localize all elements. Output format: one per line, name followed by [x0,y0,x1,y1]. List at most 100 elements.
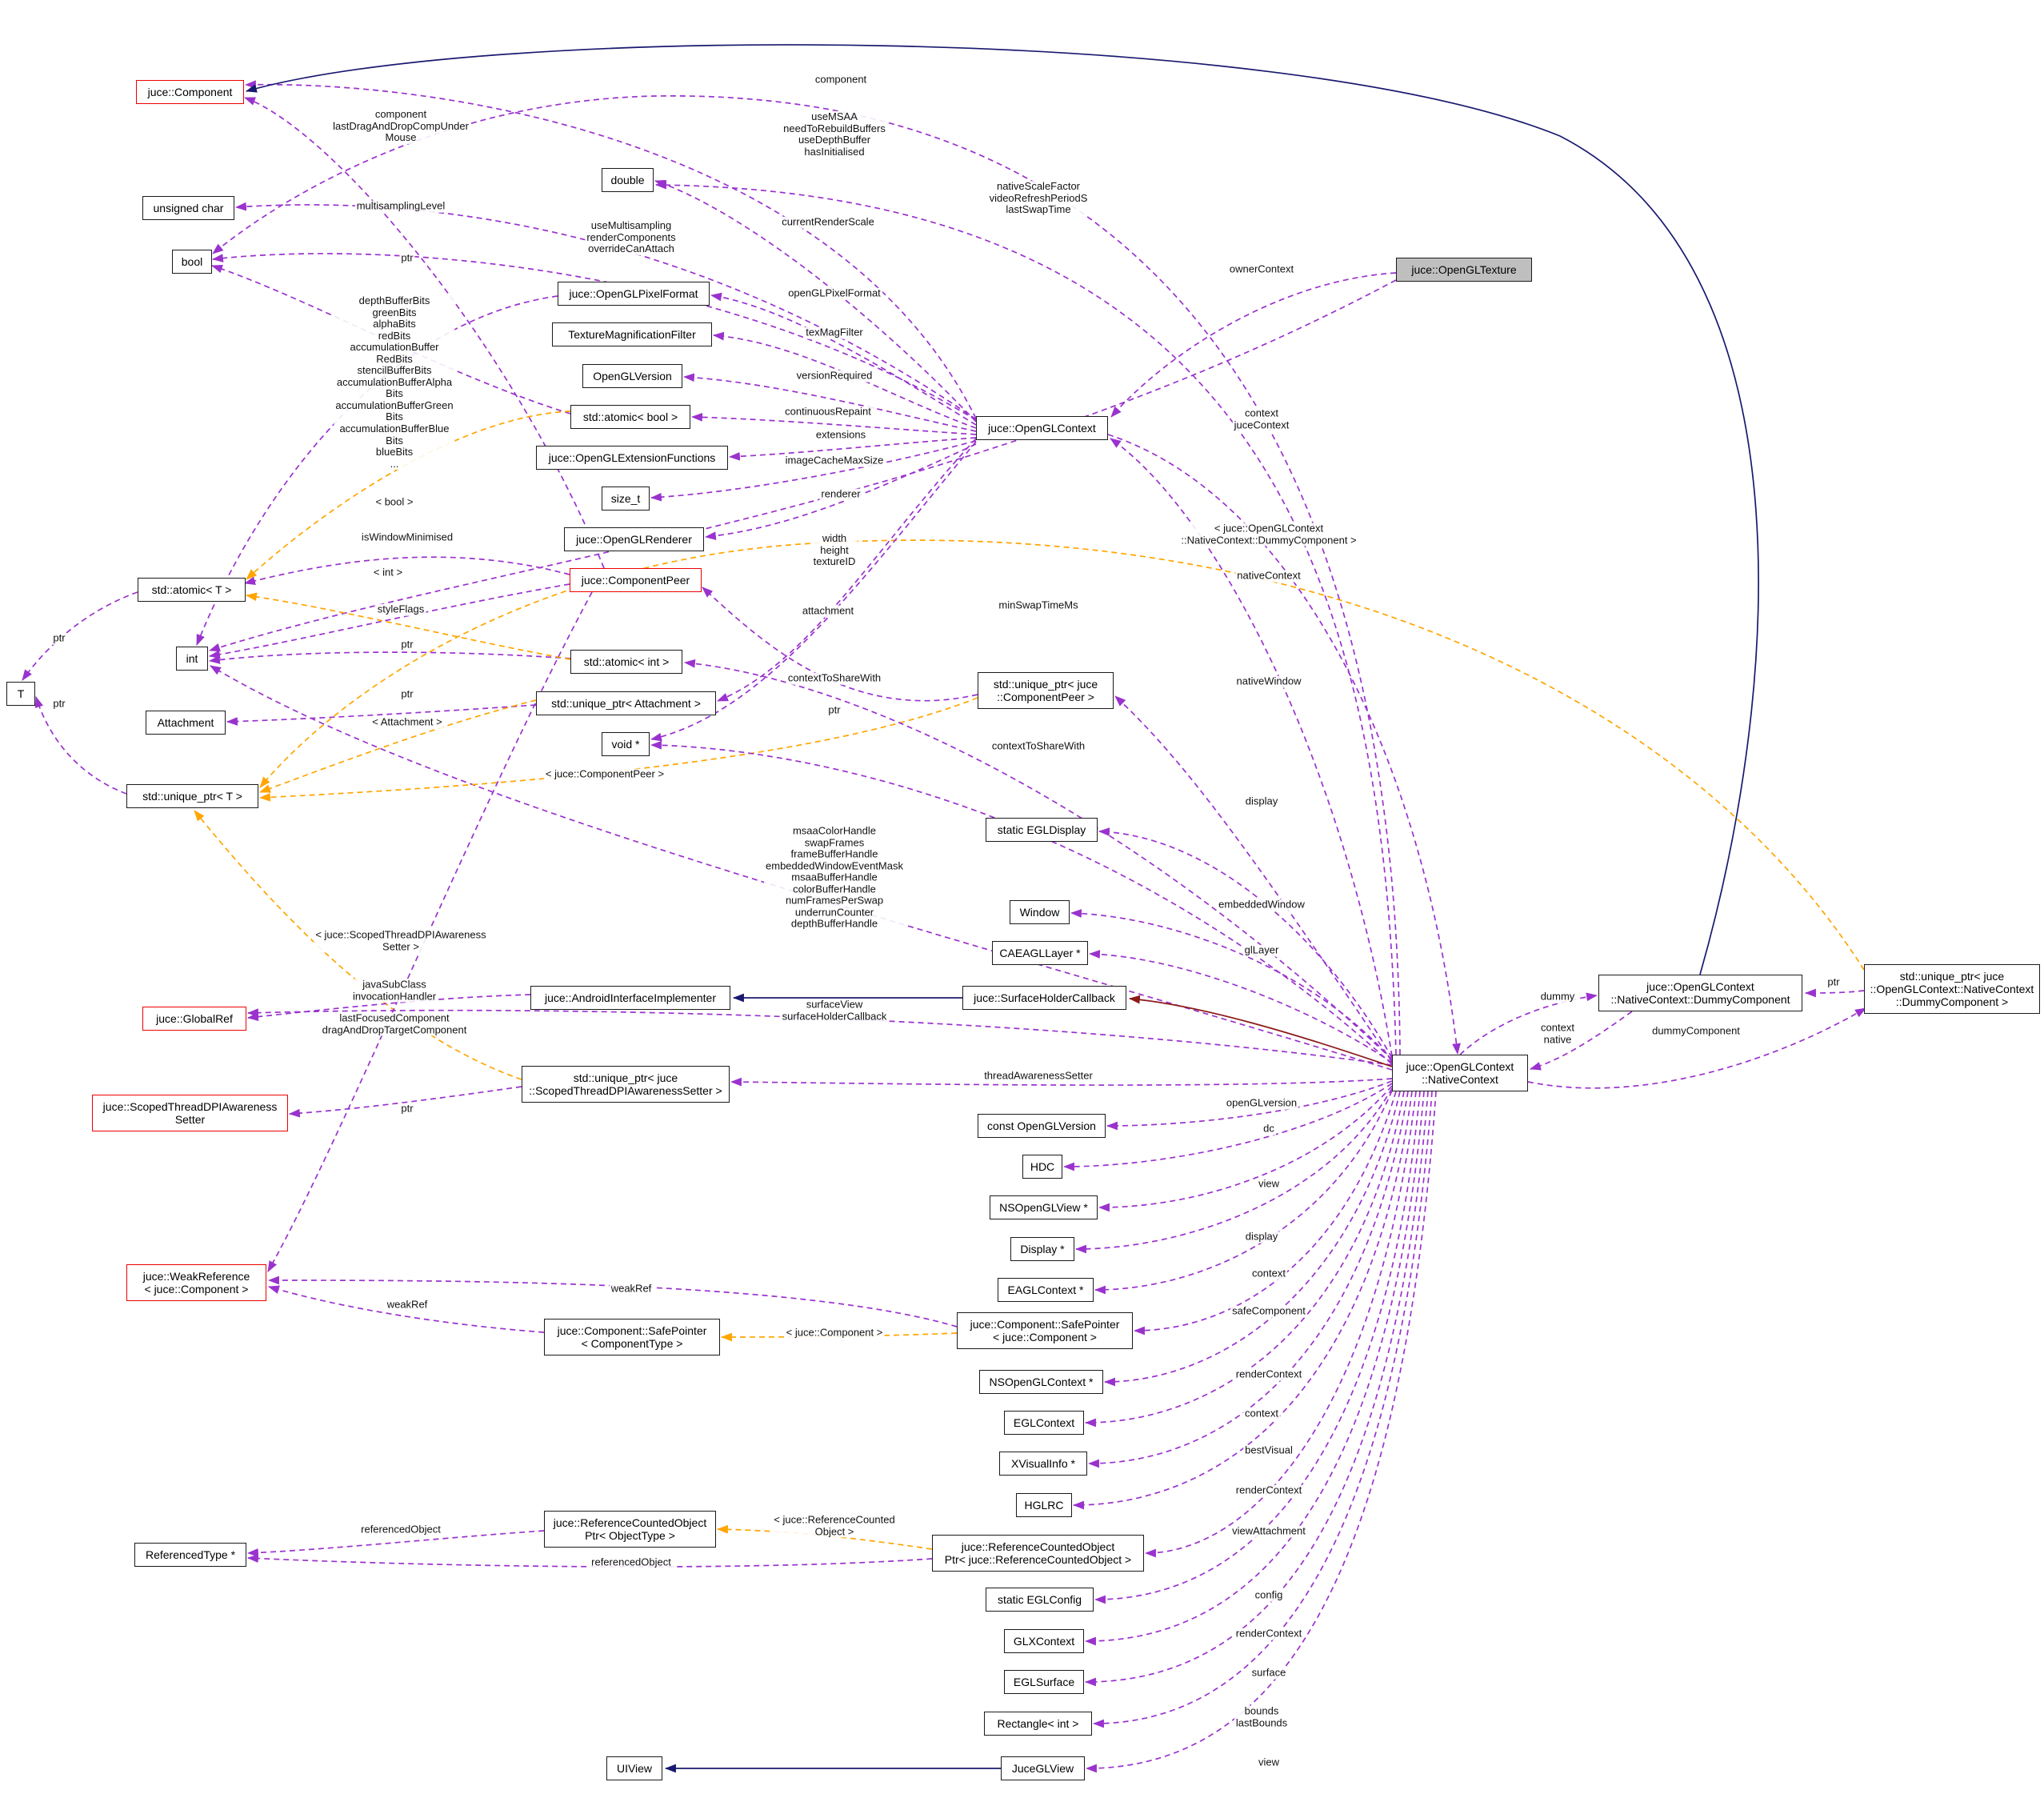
node-void-ptr[interactable]: void * [602,732,650,756]
node-unique-ptr-t[interactable]: std::unique_ptr< T > [126,784,258,808]
node-androidimpl[interactable]: juce::AndroidInterfaceImplementer [530,986,730,1010]
edge-native-glxctx [1084,1091,1425,1646]
node-caeagllayer[interactable]: CAEAGLLayer * [992,941,1088,965]
node-const-openglversion[interactable]: const OpenGLVersion [978,1114,1106,1138]
node-unique-ptr-dummy[interactable]: std::unique_ptr< juce ::OpenGLContext::N… [1864,964,2040,1014]
edge-native-egldisplay [1098,827,1393,1059]
edge-ctx-component [244,80,977,419]
edge-udpi-dpi-ptr [288,1086,522,1118]
edge-refcountt-reftype [246,1530,545,1557]
node-atomic-t[interactable]: std::atomic< T > [138,578,246,602]
edge-ctx-voidptr [650,441,977,742]
edge-abool-bool-ptr [210,264,571,414]
node-globalref[interactable]: juce::GlobalRef [142,1007,246,1031]
node-eglsurface[interactable]: EGLSurface [1004,1670,1084,1694]
node-size-t[interactable]: size_t [602,487,650,511]
edge-aint-atomict [245,592,571,660]
node-uiview[interactable]: UIView [606,1756,662,1780]
edge-native-dummy [1459,992,1598,1055]
edge-native-upeer [1114,695,1393,1063]
node-window[interactable]: Window [1010,900,1070,924]
node-texmag[interactable]: TextureMagnificationFilter [552,322,712,346]
node-juceglview[interactable]: JuceGLView [1001,1756,1085,1780]
node-atomic-int[interactable]: std::atomic< int > [570,650,682,674]
node-atomic-bool[interactable]: std::atomic< bool > [570,405,690,429]
edge-ctx-native [1107,434,1461,1055]
node-glxcontext[interactable]: GLXContext [1004,1629,1084,1653]
edge-refcountrc-refcountt [716,1524,933,1550]
node-refcountptr-t[interactable]: juce::ReferenceCountedObject Ptr< Object… [544,1511,716,1548]
node-xvisualinfo[interactable]: XVisualInfo * [999,1452,1087,1476]
node-openglversion[interactable]: OpenGLVersion [582,364,682,388]
node-scoped-dpi[interactable]: juce::ScopedThreadDPIAwareness Setter [92,1095,288,1131]
node-unique-ptr-dpi[interactable]: std::unique_ptr< juce ::ScopedThreadDPIA… [522,1066,730,1103]
node-nsopenglview[interactable]: NSOpenGLView * [990,1195,1098,1219]
edge-peer-component [243,97,605,569]
node-hdc[interactable]: HDC [1022,1155,1062,1179]
node-t[interactable]: T [6,682,35,706]
node-nsopenglcontext[interactable]: NSOpenGLContext * [979,1370,1103,1394]
edge-uattach-attachment-ptr [226,704,537,726]
edge-safeptrt-weakref [267,1285,545,1333]
edge-udummy-dummy-ptr [1804,988,1865,998]
edge-native-rect [1092,1091,1433,1728]
edge-ctx-sizet [650,440,977,502]
node-referencedtype[interactable]: ReferencedType * [134,1543,246,1567]
edge-tex-int [208,279,1397,652]
node-unsigned-char[interactable]: unsigned char [142,196,234,220]
edge-safeptrc-safeptrt [720,1332,958,1342]
node-openglcontext[interactable]: juce::OpenGLContext [976,416,1108,440]
edge-native-hglrc [1072,1091,1413,1510]
edge-peer-int [208,583,570,659]
edge-native-juceglview [1085,1091,1437,1773]
node-nativecontext[interactable]: juce::OpenGLContext ::NativeContext [1392,1055,1528,1091]
node-component[interactable]: juce::Component [136,80,244,104]
node-attachment[interactable]: Attachment [146,711,226,735]
node-display-ptr[interactable]: Display * [1010,1237,1074,1261]
edge-ctx-extfuncs [728,437,977,461]
edge-native-hdc [1062,1083,1393,1171]
node-double[interactable]: double [602,168,654,192]
node-safepointer-t[interactable]: juce::Component::SafePointer < Component… [544,1319,720,1356]
node-safepointer-component[interactable]: juce::Component::SafePointer < juce::Com… [957,1312,1133,1349]
node-egldisplay[interactable]: static EGLDisplay [986,818,1098,842]
node-unique-ptr-peer[interactable]: std::unique_ptr< juce ::ComponentPeer > [978,672,1114,709]
node-dummycomponent[interactable]: juce::OpenGLContext ::NativeContext::Dum… [1598,975,1802,1011]
node-int[interactable]: int [176,647,208,671]
edge-abool-atomict [246,410,571,580]
node-hglrc[interactable]: HGLRC [1016,1493,1072,1517]
edge-dummy-component [245,44,1759,975]
edge-native-voidptr [650,740,1393,1065]
node-eglcontext[interactable]: EGLContext [1004,1411,1084,1435]
edge-native-display [1074,1087,1393,1254]
edge-native-bool [212,95,1401,1055]
node-glrenderer[interactable]: juce::OpenGLRenderer [564,527,704,551]
node-opengltexture[interactable]: juce::OpenGLTexture [1396,258,1532,282]
edge-udpi-uptrt [194,810,522,1080]
edge-refcountrc-reftype [246,1554,933,1568]
node-unique-ptr-attachment[interactable]: std::unique_ptr< Attachment > [536,691,716,715]
node-weakref[interactable]: juce::WeakReference < juce::Component > [126,1264,266,1301]
edge-uattach-uptrt [258,699,537,793]
node-eglconfig[interactable]: static EGLConfig [986,1588,1094,1612]
node-eaglcontext[interactable]: EAGLContext * [998,1278,1094,1302]
edge-peer-weakref [267,591,593,1272]
node-componentpeer[interactable]: juce::ComponentPeer [570,568,702,592]
edge-native-globalref [246,1008,1393,1066]
node-surfaceholder[interactable]: juce::SurfaceHolderCallback [962,986,1126,1010]
edge-peer-atomict [243,556,570,586]
edge-native-xvisual [1087,1091,1409,1468]
edge-native-udpi [730,1077,1393,1087]
node-extfuncs[interactable]: juce::OpenGLExtensionFunctions [536,446,728,470]
node-rectangle-int[interactable]: Rectangle< int > [984,1712,1092,1736]
node-refcountptr-rco[interactable]: juce::ReferenceCountedObject Ptr< juce::… [932,1535,1144,1572]
edge-native-double [654,180,1397,1055]
edge-android-globalref [246,994,531,1021]
edge-native-refcountrc [1144,1091,1417,1558]
edge-native-eglconfig [1094,1091,1421,1604]
node-bool[interactable]: bool [172,250,212,274]
edge-uptrt-t-ptr [34,695,127,795]
node-pixelformat[interactable]: juce::OpenGLPixelFormat [558,282,710,306]
edge-ctx-pixelformat [710,292,977,426]
